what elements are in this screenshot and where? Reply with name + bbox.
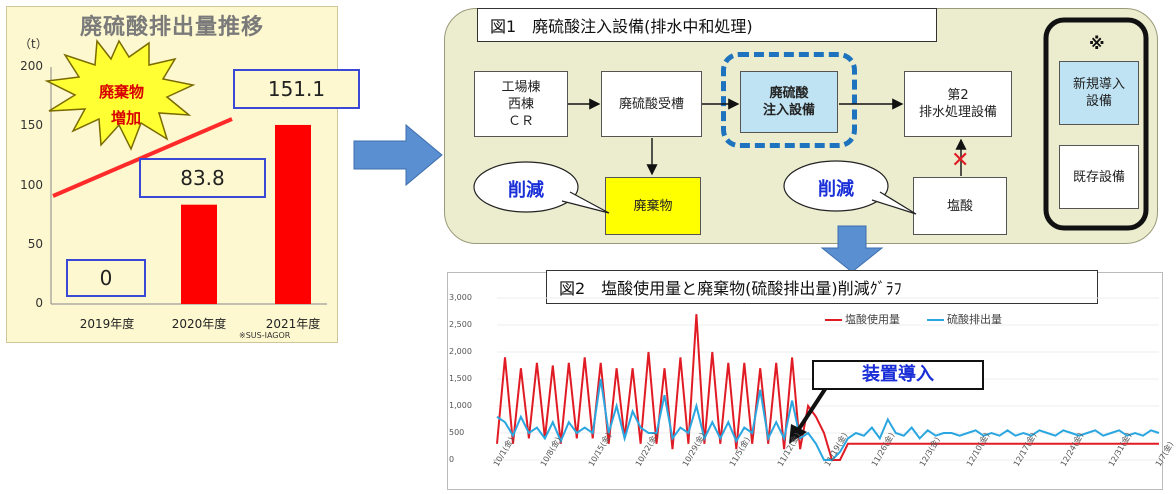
box-waste: 廃棄物 — [605, 177, 701, 235]
legend-frame — [1043, 17, 1149, 231]
x-tick-label: 2019年度 — [79, 317, 135, 331]
chart-footnote: ※SUS-IAGOR — [239, 331, 291, 340]
x-tick-label: 2020年度 — [171, 317, 227, 331]
box-factory: 工場棟 西棟 ＣＲ — [474, 71, 568, 137]
box-injection-equipment: 廃硫酸 注入設備 — [740, 71, 838, 133]
fig1-title: 図1 廃硫酸注入設備(排水中和処理) — [477, 8, 937, 42]
y-tick-label: 150 — [20, 118, 43, 133]
legend-blue-label: 硫酸排出量 — [947, 313, 1002, 326]
speech-bubble-1-tail — [561, 191, 610, 214]
bubble-label-reduction-1: 削減 — [508, 180, 544, 201]
y-tick-label: 3,000 — [449, 293, 472, 302]
y-tick-label: 1,000 — [449, 401, 472, 410]
down-arrow-icon — [820, 225, 884, 273]
bubble-label-reduction-2: 削減 — [818, 179, 854, 200]
cross-mark-icon: ✕ — [951, 148, 970, 173]
y-tick-label: 0 — [35, 296, 43, 310]
speech-bubble-2 — [783, 160, 889, 212]
legend-red-label: 塩酸使用量 — [845, 313, 900, 326]
device-installed-callout: 装置導入 — [812, 360, 984, 390]
bar-chart-svg — [44, 39, 327, 305]
new-equipment-highlight — [721, 52, 857, 148]
legend-note-mark: ※ — [1089, 34, 1105, 53]
y-tick-label: 2,000 — [449, 347, 472, 356]
chart-title: 廃硫酸排出量推移 — [79, 15, 264, 40]
callout-arrowhead — [789, 424, 807, 444]
y-tick-label: 500 — [449, 428, 465, 437]
y-axis-unit: （t） — [19, 37, 48, 51]
y-tick-label: 200 — [20, 59, 43, 73]
burst-label-line1: 廃棄物 — [99, 83, 145, 101]
legend-existing-equipment: 既存設備 — [1059, 145, 1139, 209]
line-chart-svg — [493, 297, 1161, 461]
right-arrow-icon — [353, 123, 443, 187]
waste-sulfuric-chart-panel: 廃硫酸排出量推移 （t） 廃棄物 増加 0 83.8 151.1 ※SUS-IA… — [6, 6, 360, 343]
value-box-2019: 0 — [66, 259, 146, 297]
value-box-2020: 83.8 — [139, 158, 266, 198]
burst-label-line2: 増加 — [111, 109, 142, 127]
bar-2020年度 — [181, 204, 217, 304]
fig1-flow-svg — [473, 17, 1149, 231]
speech-bubble-1 — [473, 161, 579, 213]
y-tick-label: 2,500 — [449, 320, 472, 329]
value-box-2021: 151.1 — [233, 69, 360, 109]
box-hydrochloric-acid: 塩酸 — [913, 177, 1007, 235]
x-tick-label: 2021年度 — [265, 317, 321, 331]
bar-2021年度 — [275, 124, 311, 304]
speech-bubble-2-tail — [871, 191, 917, 215]
series-line-sulfuric — [496, 378, 1160, 461]
box-acid-tank: 廃硫酸受槽 — [601, 71, 702, 137]
trend-arrow-line — [52, 117, 233, 198]
y-tick-label: 100 — [20, 177, 43, 192]
y-tick-label: 50 — [27, 236, 43, 251]
y-tick-label: 1,500 — [449, 374, 472, 383]
legend-new-equipment: 新規導入 設備 — [1059, 61, 1139, 125]
y-tick-label: 0 — [449, 455, 455, 464]
explosion-burst — [44, 39, 196, 151]
box-treatment-facility: 第2 排水処理設備 — [904, 71, 1012, 137]
